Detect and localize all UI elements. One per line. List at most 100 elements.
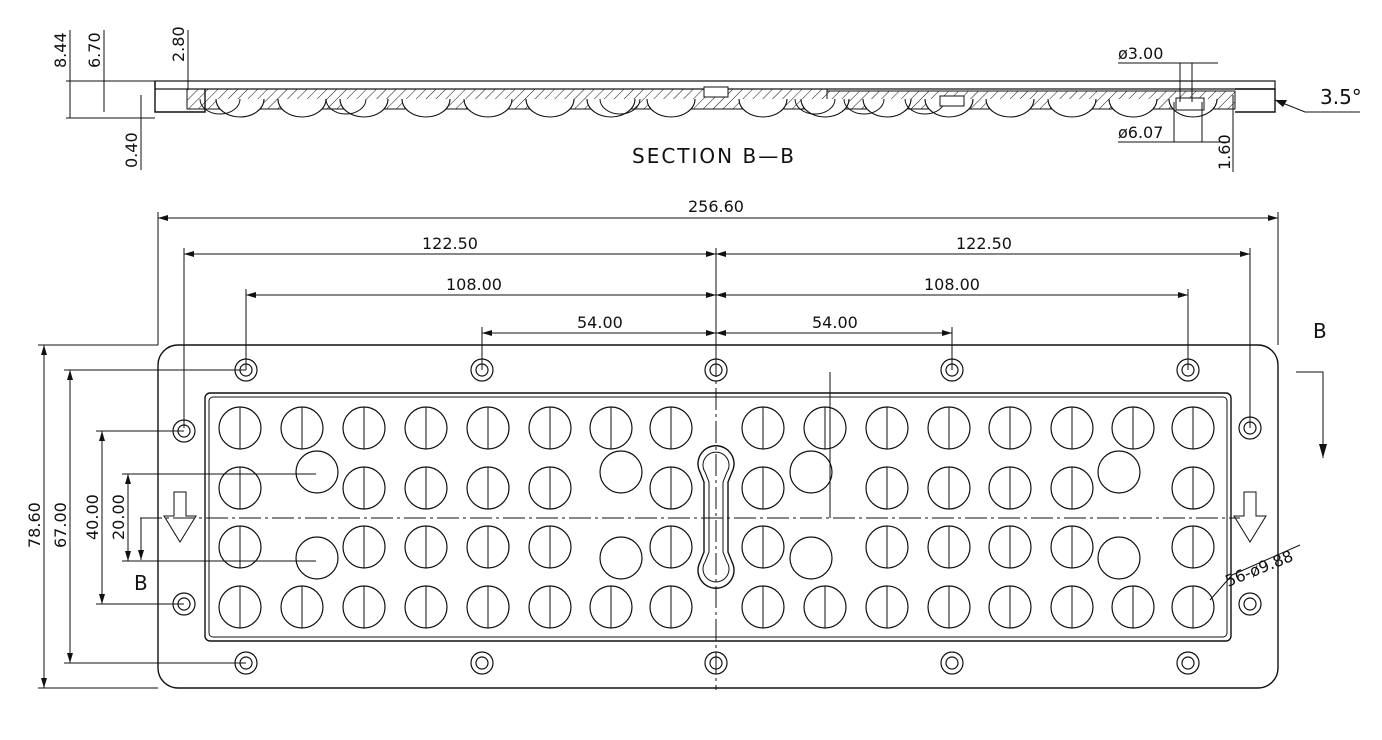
section-lens-bump: [599, 98, 641, 115]
dim-arrow: [246, 292, 256, 298]
dim-v-40: 40.00: [83, 494, 102, 540]
section-lens-bump: [586, 98, 636, 118]
note-underline: [1231, 544, 1301, 576]
section-lens-bump: [1108, 98, 1158, 118]
section-lens-bump: [401, 98, 451, 118]
dimension-arrows: [158, 215, 1278, 336]
dimension-arrows: [41, 345, 144, 688]
note-leader: [1209, 574, 1233, 601]
dim-mid-span-right: 108.00: [924, 275, 980, 294]
section-arrow-right: [1233, 491, 1267, 543]
mounting-hole-outer: [1176, 651, 1200, 675]
section-lens-bump: [985, 98, 1035, 118]
mounting-hole-outer: [940, 651, 964, 675]
dim-arrow: [99, 431, 105, 441]
section-lens-bump: [1047, 98, 1097, 118]
dim-h-total: 8.44: [51, 32, 70, 68]
lens-circle: [599, 536, 643, 580]
lens-note: 56-ø9.88: [1222, 546, 1295, 590]
dim-hole-span-right: 122.50: [956, 234, 1012, 253]
mounting-hole-outer: [704, 358, 728, 382]
section-lens-bump: [325, 98, 367, 115]
lens-array: [218, 406, 1215, 629]
section-lens-bump: [862, 98, 912, 118]
section-lens-bump: [646, 98, 696, 118]
lens-circle: [789, 450, 833, 494]
dim-arrow: [1268, 215, 1278, 221]
keyhole-slot-inner: [702, 451, 730, 583]
lens-circle: [1097, 536, 1141, 580]
dim-arrow: [706, 251, 716, 257]
section-lens-bump: [199, 98, 241, 115]
lens-plate-inner: [208, 396, 1228, 638]
section-lens-bump: [843, 98, 885, 115]
dim-overall-width: 256.60: [688, 197, 744, 216]
dim-arrow: [716, 330, 726, 336]
dim-inner-span-left: 54.00: [577, 313, 623, 332]
mounting-holes: [172, 358, 1262, 675]
section-lens-bump: [800, 98, 850, 118]
dim-arrow: [184, 251, 194, 257]
section-title: SECTION B—B: [632, 144, 796, 168]
keyhole-slot: [697, 445, 735, 589]
lens-plate: [204, 392, 1232, 642]
section-lens-bump: [794, 98, 836, 115]
angle-leader: [1274, 99, 1360, 113]
dim-d-small: ø3.00: [1118, 44, 1163, 63]
section-boss: [939, 95, 965, 107]
mounting-hole-inner: [709, 656, 723, 670]
section-keyhole: [703, 86, 729, 98]
dim-d-large: ø6.07: [1118, 123, 1163, 142]
mounting-hole-outer: [470, 651, 494, 675]
dim-arrow: [125, 551, 131, 561]
outer-flange: [157, 344, 1279, 689]
dim-h-mid: 6.70: [85, 32, 104, 68]
section-cut-line: [1296, 371, 1324, 458]
dim-overall-height: 78.60: [25, 502, 44, 548]
mounting-hole-inner: [709, 363, 723, 377]
section-view: 8.44 6.70 2.80 0.40 1.60 ø3.00 ø6.07 3.5…: [51, 26, 1362, 172]
dim-arrow: [716, 251, 726, 257]
mounting-hole-inner: [1243, 597, 1257, 611]
section-lens-bump: [339, 98, 389, 118]
lens-circle: [789, 536, 833, 580]
dim-arrow: [67, 370, 73, 380]
section-arrow-head: [1319, 444, 1327, 458]
lens-circle: [295, 536, 339, 580]
mounting-hole-inner: [945, 656, 959, 670]
leader-arrow: [1275, 100, 1287, 107]
dim-arrow: [41, 345, 47, 355]
section-letter-left: B: [134, 571, 148, 595]
dim-arrow: [706, 292, 716, 298]
dim-inner-span-right: 54.00: [812, 313, 858, 332]
dim-hole-span-left: 122.50: [422, 234, 478, 253]
dim-arrow: [706, 330, 716, 336]
dim-h-low: 0.40: [122, 132, 141, 168]
dim-arrow: [67, 653, 73, 663]
dim-arrow: [942, 330, 952, 336]
dim-arrow: [482, 330, 492, 336]
dim-arrow: [1178, 292, 1188, 298]
section-letter-top: B: [1313, 319, 1327, 343]
lens-circle: [295, 450, 339, 494]
dim-arrow: [1240, 251, 1250, 257]
dim-arrow: [138, 550, 144, 560]
dim-h-top: 2.80: [169, 26, 188, 62]
dim-h-step: 1.60: [1215, 134, 1234, 170]
mounting-hole-inner: [475, 656, 489, 670]
mounting-hole-outer: [1238, 592, 1262, 616]
lens-circle: [1097, 450, 1141, 494]
section-lens-bump: [525, 98, 575, 118]
section-screw-hole: [1175, 97, 1205, 111]
mounting-hole-outer: [704, 651, 728, 675]
dim-hole-height: 67.00: [51, 502, 70, 548]
section-arrow-left: [163, 491, 197, 543]
section-lens-bumps: [199, 86, 1218, 118]
dim-arrow: [41, 678, 47, 688]
dim-arrow: [716, 292, 726, 298]
angle-label: 3.5°: [1320, 85, 1362, 109]
section-lens-bump: [277, 98, 327, 118]
dim-arrow: [99, 594, 105, 604]
